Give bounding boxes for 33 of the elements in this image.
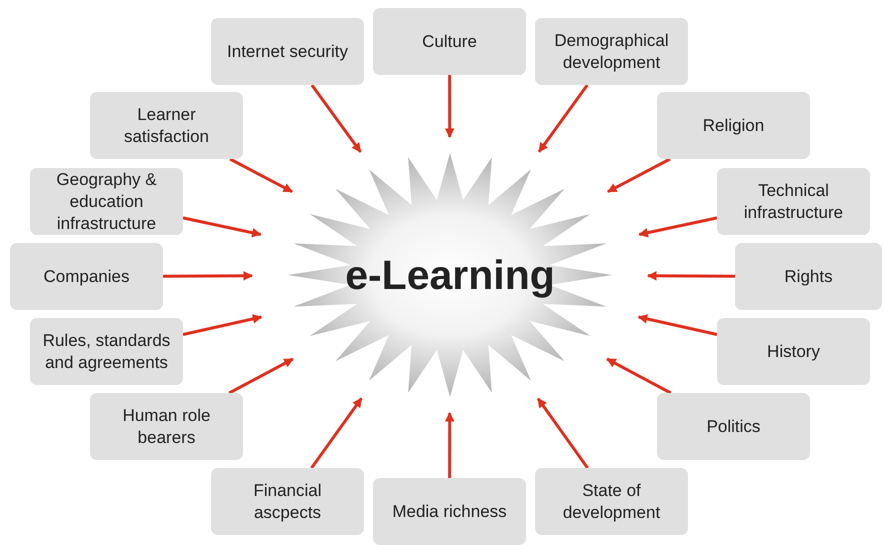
factor-box: History: [717, 318, 870, 385]
arrow: [536, 398, 589, 469]
arrow: [310, 84, 362, 153]
arrow: [182, 314, 262, 336]
arrow: [538, 84, 589, 153]
factor-box: Demographical development: [535, 18, 688, 85]
factor-box: State of development: [535, 468, 688, 535]
factor-box: Media richness: [373, 478, 526, 545]
factor-box: Companies: [10, 243, 163, 310]
arrow: [229, 158, 293, 194]
arrow: [228, 358, 294, 394]
factor-box: Technical infrastructure: [717, 168, 870, 235]
factor-box: Financial ascpects: [211, 468, 364, 535]
arrow: [444, 412, 454, 478]
center-title: e-Learning: [345, 252, 555, 298]
factor-box: Internet security: [211, 18, 364, 85]
arrow: [606, 358, 672, 394]
arrow: [182, 216, 262, 238]
factor-box: Human role bearers: [90, 393, 243, 460]
arrow: [638, 216, 718, 238]
factor-box: Religion: [657, 92, 810, 159]
arrow: [607, 158, 671, 194]
arrow: [163, 271, 253, 281]
arrow: [638, 314, 718, 336]
factor-box: Culture: [373, 8, 526, 75]
factor-box: Learner satisfaction: [90, 92, 243, 159]
factor-box: Geography & education infrastructure: [30, 168, 183, 235]
factor-box: Politics: [657, 393, 810, 460]
factor-box: Rules, standards and agreements: [30, 318, 183, 385]
arrow: [444, 75, 454, 138]
arrow: [647, 271, 735, 281]
factor-box: Rights: [735, 243, 882, 310]
arrow: [310, 398, 363, 469]
